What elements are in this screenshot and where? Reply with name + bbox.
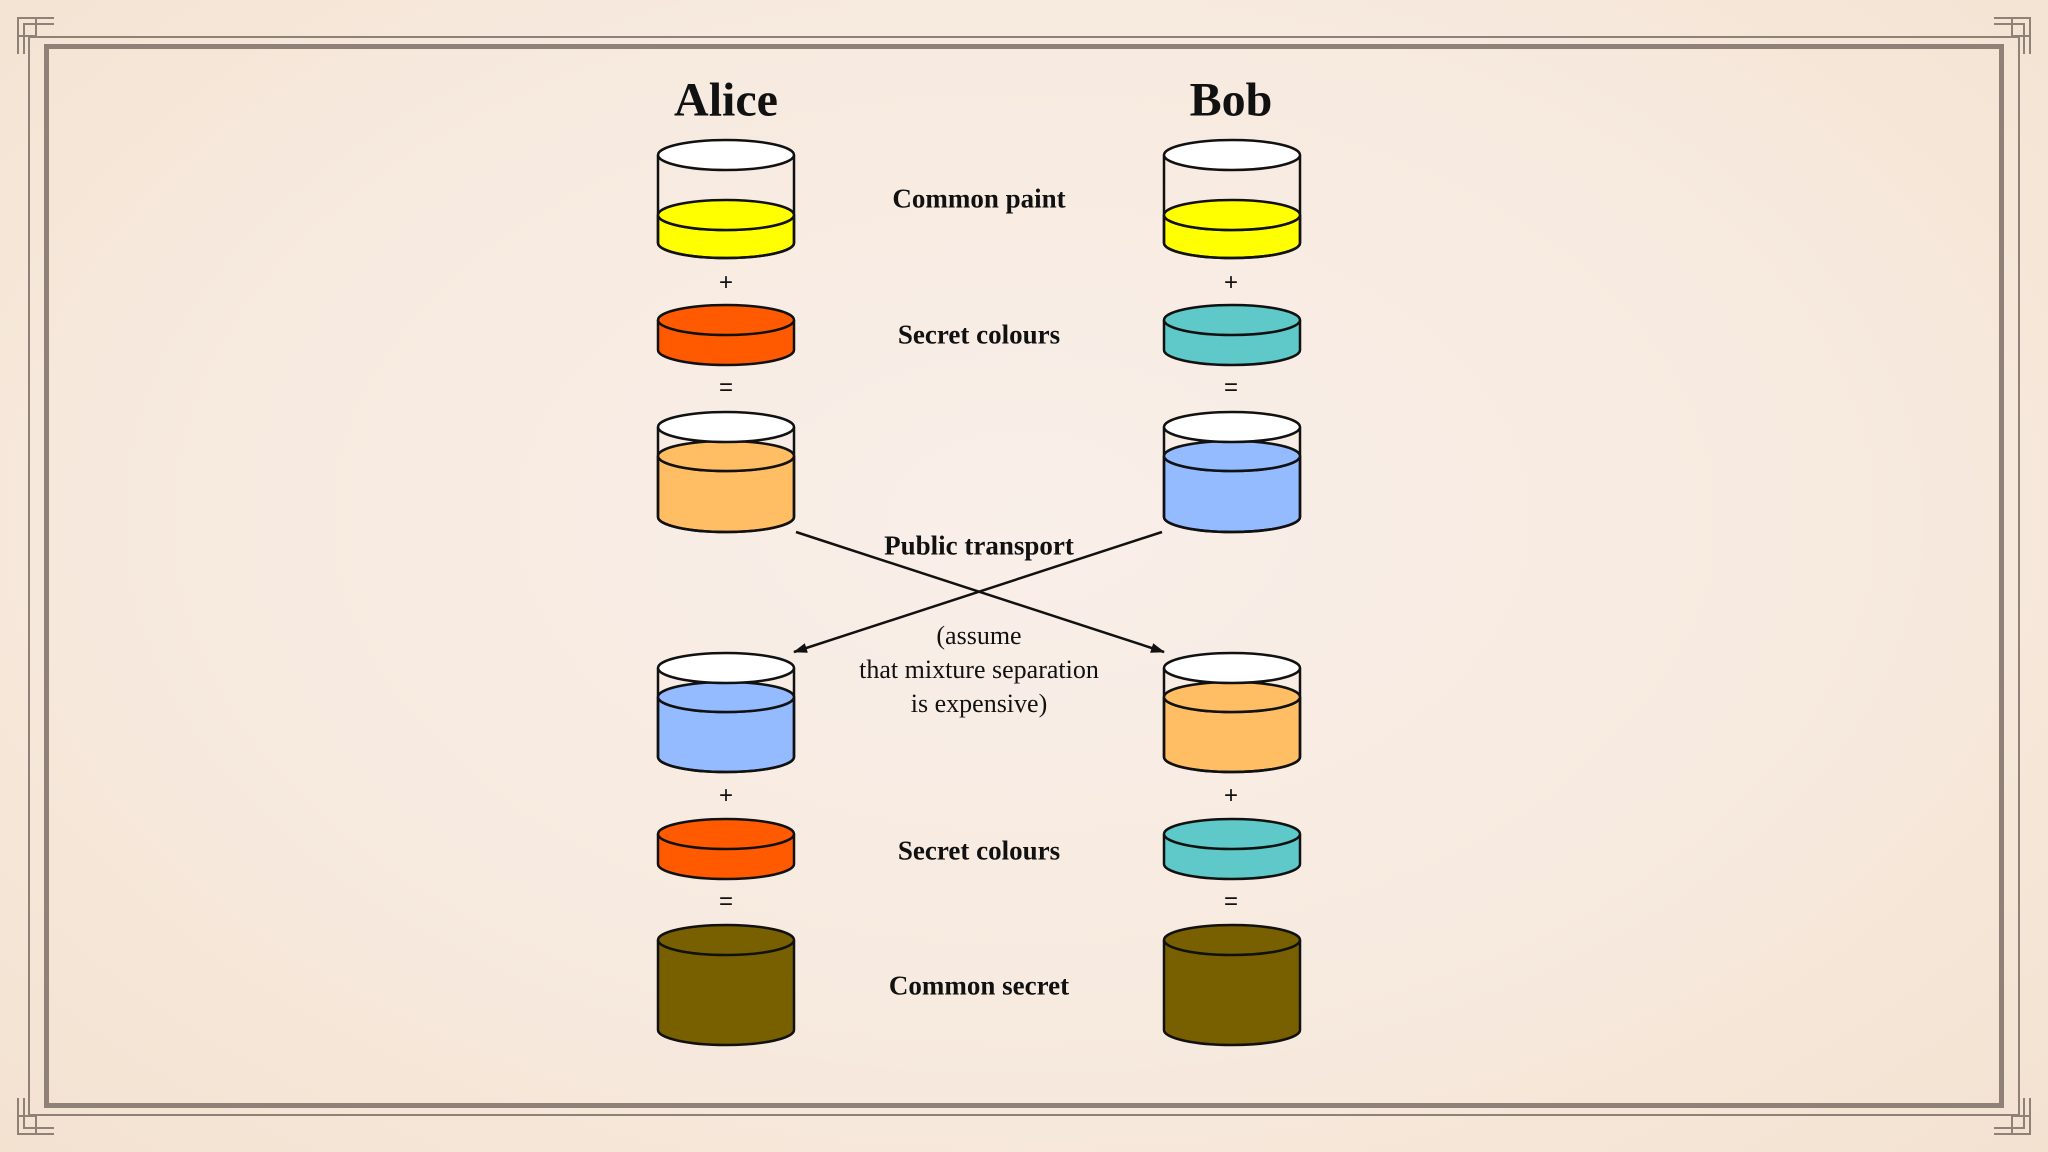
caption-secret-colours-1: Secret colours — [897, 319, 1061, 350]
alice-common-secret-cup — [656, 923, 796, 1047]
bob-received-cup — [1162, 651, 1302, 774]
cup-rim — [656, 138, 796, 172]
alice-plus-1: + — [718, 269, 734, 296]
cup-fill-surface — [656, 680, 796, 714]
corner-ornament-top-right — [1994, 17, 2031, 54]
cup-rim — [1162, 651, 1302, 685]
alice-secret-colour-disc-2 — [656, 817, 796, 881]
cup-wall — [1162, 668, 1302, 774]
bob-secret-colour-disc-2 — [1162, 817, 1302, 881]
bob-secret-colour-disc — [1162, 303, 1302, 367]
caption-public-transport: Public transport — [884, 530, 1074, 561]
cup-fill-surface — [1162, 923, 1302, 957]
cup-rim — [656, 410, 796, 444]
cup-fill-surface — [1162, 439, 1302, 473]
alice-heading: Alice — [674, 73, 778, 127]
outer-frame — [28, 36, 2020, 1116]
cup-rim — [656, 651, 796, 685]
alice-equals-1: = — [718, 374, 734, 401]
cup-fill-surface — [656, 923, 796, 957]
inner-frame — [44, 44, 2004, 1108]
alice-received-cup — [656, 651, 796, 774]
cup-fill-surface — [656, 439, 796, 473]
caption-secret-colours-2: Secret colours — [897, 835, 1061, 866]
disc-top — [1162, 303, 1302, 337]
alice-mixture-cup — [656, 410, 796, 534]
cup-wall — [656, 668, 796, 774]
bob-equals-1: = — [1223, 374, 1239, 401]
cup-fill — [1162, 940, 1302, 1047]
disc-top — [656, 817, 796, 851]
cup-wall — [656, 155, 796, 260]
note-line-3: is expensive) — [910, 689, 1048, 718]
cup-fill-surface — [656, 198, 796, 232]
bob-mixture-cup — [1162, 410, 1302, 534]
caption-common-paint: Common paint — [892, 183, 1066, 214]
cup-rim — [1162, 138, 1302, 172]
cup-fill-surface — [1162, 198, 1302, 232]
corner-ornament-bottom-left — [17, 1098, 54, 1135]
alice-common-paint-cup — [656, 138, 796, 260]
disc-top — [1162, 817, 1302, 851]
bob-common-paint-cup — [1162, 138, 1302, 260]
note-line-2: that mixture separation — [859, 655, 1099, 684]
bob-equals-2: = — [1223, 888, 1239, 915]
arrow-bob-to-alice — [793, 530, 1163, 654]
disc-top — [656, 303, 796, 337]
note-line-1: (assume — [936, 621, 1022, 650]
bob-heading: Bob — [1189, 73, 1273, 127]
cup-wall — [1162, 155, 1302, 260]
bob-plus-1: + — [1223, 269, 1239, 296]
alice-equals-2: = — [718, 888, 734, 915]
cup-fill-surface — [1162, 680, 1302, 714]
bob-plus-2: + — [1223, 782, 1239, 809]
alice-secret-colour-disc — [656, 303, 796, 367]
corner-ornament-bottom-right — [1994, 1098, 2031, 1135]
caption-assumption-note: (assume that mixture separation is expen… — [819, 619, 1139, 721]
cup-fill — [656, 940, 796, 1047]
alice-plus-2: + — [718, 782, 734, 809]
bob-common-secret-cup — [1162, 923, 1302, 1047]
corner-ornament-top-left — [17, 17, 54, 54]
cup-rim — [1162, 410, 1302, 444]
cup-wall — [656, 427, 796, 534]
caption-common-secret: Common secret — [888, 970, 1070, 1001]
cup-wall — [1162, 427, 1302, 534]
